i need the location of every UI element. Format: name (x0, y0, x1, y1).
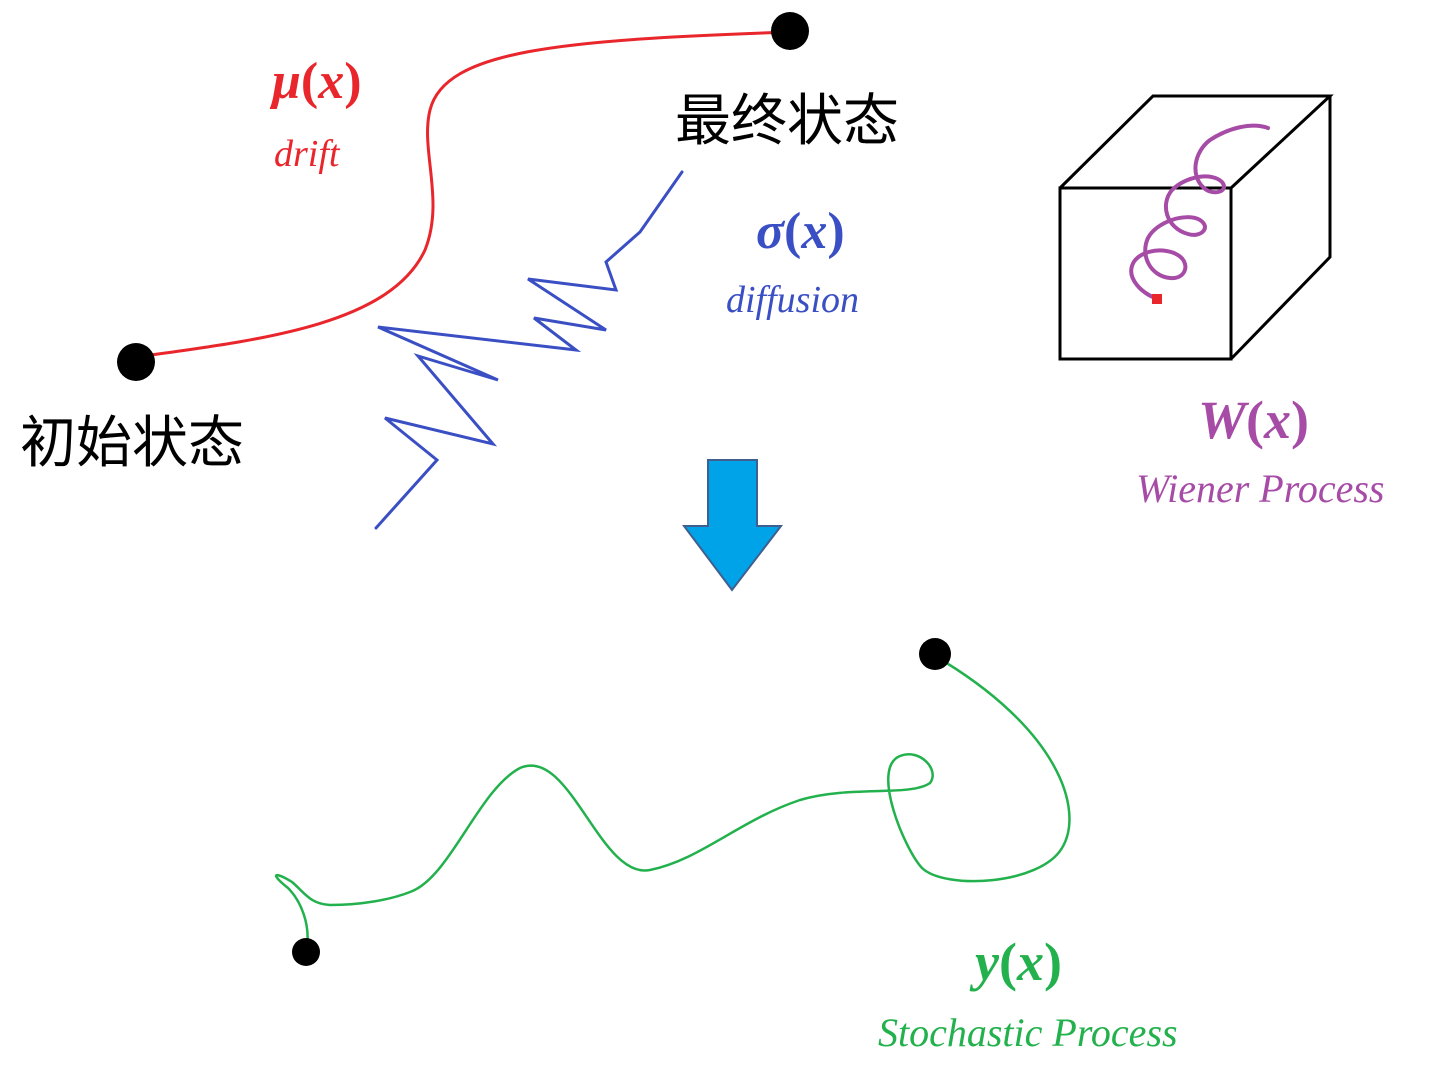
final-state-label: 最终状态 (675, 89, 899, 154)
drift-description: drift (274, 133, 341, 175)
drift-symbol: μ(x) (269, 53, 362, 110)
diffusion-close-paren: ) (827, 203, 844, 260)
down-arrow-icon (684, 460, 781, 590)
stochastic-path (276, 656, 1069, 952)
diffusion-symbol-arg: x (800, 203, 827, 260)
initial-state-label: 初始状态 (20, 411, 244, 476)
final-state-dot (771, 12, 809, 50)
wiener-start-point (1152, 294, 1162, 304)
wiener-spiral (1131, 126, 1268, 299)
drift-symbol-greek: μ (269, 53, 301, 110)
drift-path (136, 32, 790, 357)
diffusion-symbol: σ(x) (756, 203, 845, 260)
stochastic-symbol: y(x) (969, 932, 1062, 992)
drift-open-paren: ( (301, 53, 318, 110)
diffusion-open-paren: ( (784, 203, 801, 260)
wiener-symbol-letter: W (1198, 390, 1250, 450)
stochastic-symbol-letter: y (969, 932, 1000, 992)
diffusion-symbol-greek: σ (756, 203, 786, 260)
stochastic-end-dot (919, 638, 951, 670)
wiener-symbol: W(x) (1198, 390, 1309, 450)
stochastic-description: Stochastic Process (878, 1010, 1178, 1055)
cube-front-face (1060, 188, 1231, 359)
cube-side-edge (1231, 96, 1330, 359)
stochastic-start-dot (292, 938, 320, 966)
wiener-description: Wiener Process (1136, 466, 1384, 511)
stochastic-close-paren: ) (1044, 932, 1062, 992)
stochastic-open-paren: ( (999, 932, 1017, 992)
wiener-symbol-arg: x (1263, 390, 1291, 450)
diffusion-description: diffusion (726, 279, 859, 321)
wiener-open-paren: ( (1246, 390, 1264, 450)
diffusion-path (376, 172, 682, 528)
drift-symbol-arg: x (317, 53, 344, 110)
initial-state-dot (117, 343, 155, 381)
stochastic-symbol-arg: x (1016, 932, 1044, 992)
drift-close-paren: ) (344, 53, 361, 110)
cube-icon (1060, 96, 1330, 359)
wiener-close-paren: ) (1291, 390, 1309, 450)
